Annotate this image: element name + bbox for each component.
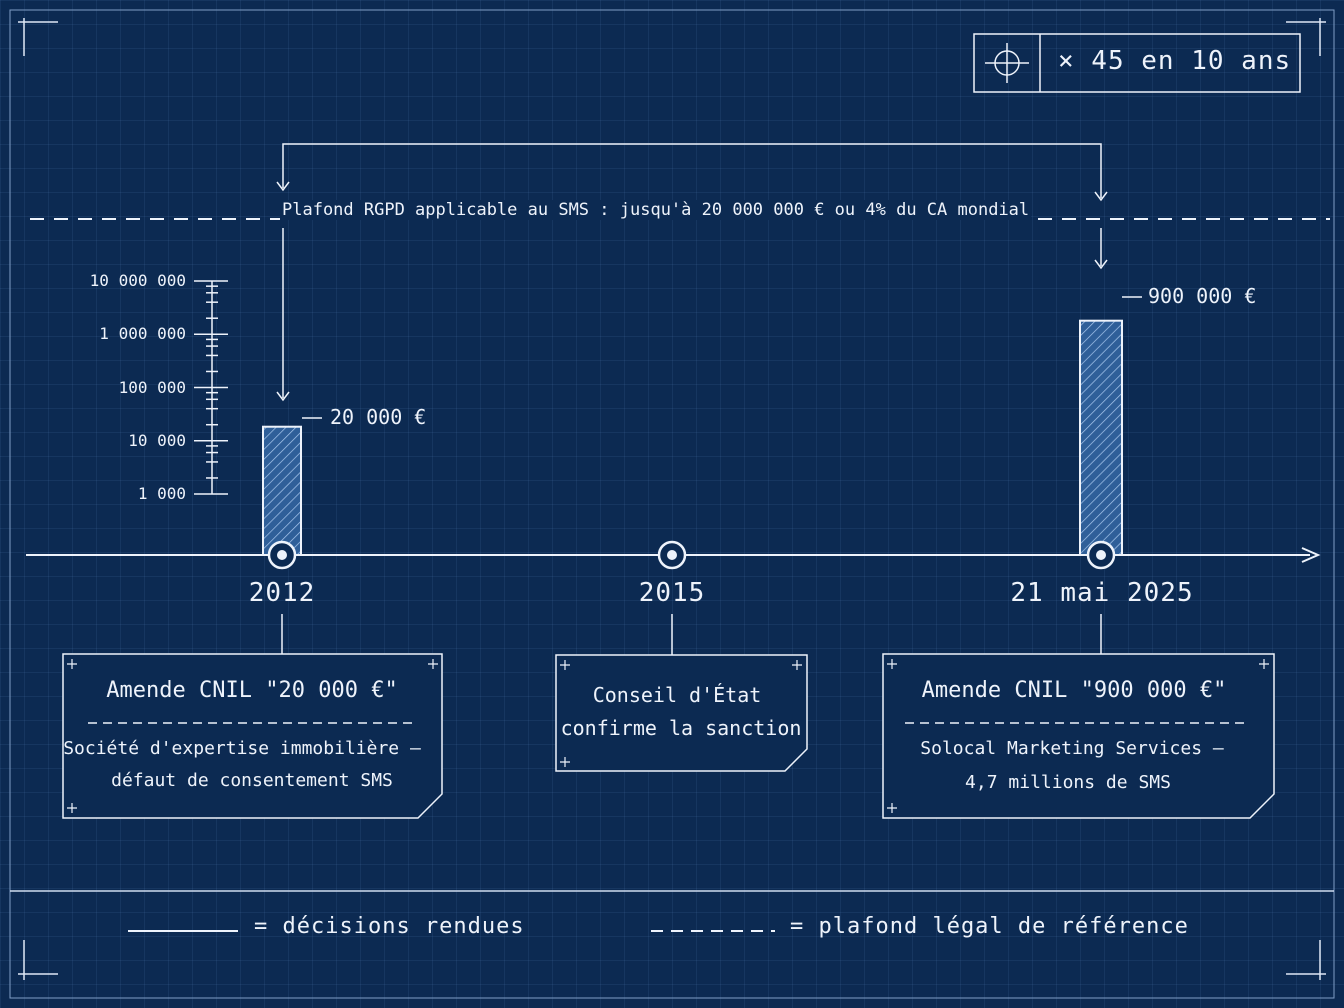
scale-tick-label: 1 000 000 xyxy=(99,324,186,343)
event-markers xyxy=(267,540,1116,570)
legend-dashed-label: = plafond légal de référence xyxy=(790,914,1189,939)
note-line-2012-a: Société d'expertise immobilière — xyxy=(63,738,421,759)
log-scale-axis xyxy=(194,280,228,495)
amount-label-2012: 20 000 € xyxy=(330,405,427,429)
note-title-2012: Amende CNIL "20 000 €" xyxy=(106,678,398,703)
cap-bracket xyxy=(276,143,1108,402)
year-label-2025: 21 mai 2025 xyxy=(1010,578,1194,608)
scale-tick-label: 10 000 000 xyxy=(89,271,186,290)
corner-marks xyxy=(18,18,1326,980)
fine-bar-2012 xyxy=(262,425,302,556)
amount-label-2025: 900 000 € xyxy=(1148,284,1257,308)
note-line-2015-a: Conseil d'État xyxy=(592,683,762,707)
note-title-2025: Amende CNIL "900 000 €" xyxy=(921,678,1227,703)
scale-tick-label: 10 000 xyxy=(128,431,186,450)
note-box-2025 xyxy=(882,653,1275,819)
note-box-2012 xyxy=(62,653,443,819)
scale-tick-label: 1 000 xyxy=(137,484,186,503)
ratio-badge xyxy=(973,33,1301,93)
legend-solid-label: = décisions rendues xyxy=(254,914,525,939)
note-line-2012-b: défaut de consentement SMS xyxy=(111,770,393,791)
note-line-2025-a: Solocal Marketing Services — xyxy=(920,738,1224,759)
legal-cap-label: Plafond RGPD applicable au SMS : jusqu'à… xyxy=(280,200,1032,220)
year-label-2015: 2015 xyxy=(638,578,706,608)
fine-bars xyxy=(262,296,1142,556)
year-label-2012: 2012 xyxy=(248,578,316,608)
event-marker-2012 xyxy=(267,540,297,570)
scale-tick-label: 100 000 xyxy=(118,378,186,397)
ratio-badge-label: × 45 en 10 ans xyxy=(1058,46,1292,76)
note-line-2015-b: confirme la sanction xyxy=(560,716,802,740)
box-connectors xyxy=(281,614,1102,655)
event-marker-2025 xyxy=(1086,540,1116,570)
note-box-2015 xyxy=(555,654,808,772)
outer-frame xyxy=(9,9,1335,999)
timeline-arrowhead xyxy=(1301,547,1321,563)
event-marker-2015 xyxy=(657,540,687,570)
crosshair-icon xyxy=(985,43,1029,83)
fine-bar-21-mai-2025 xyxy=(1079,319,1123,556)
note-line-2025-b: 4,7 millions de SMS xyxy=(965,772,1171,793)
